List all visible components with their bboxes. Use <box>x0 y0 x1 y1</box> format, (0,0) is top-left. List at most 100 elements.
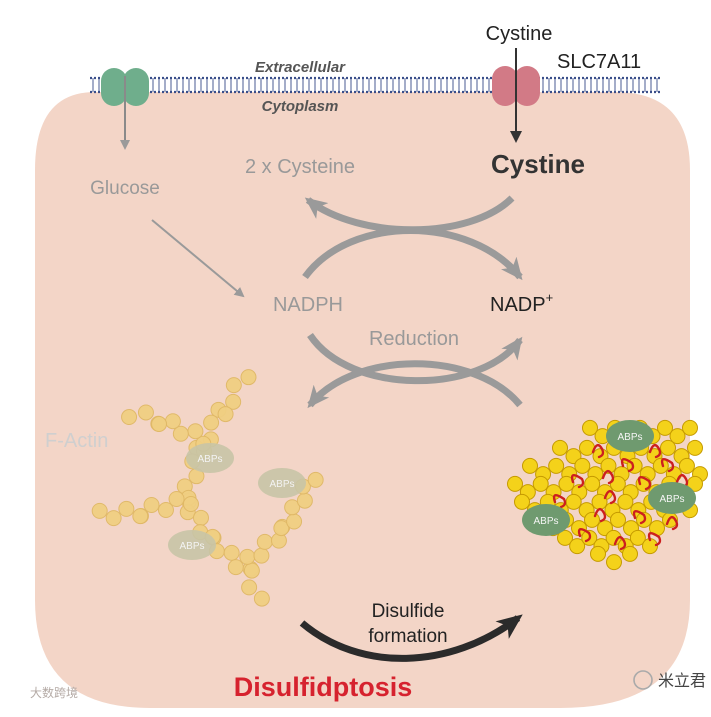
disulfide-bond <box>620 458 635 473</box>
actin-bead <box>652 457 669 474</box>
extracellular-label: Extracellular <box>255 59 346 76</box>
disulfide-bond <box>648 444 662 459</box>
actin-bead <box>514 493 530 510</box>
actin-bead <box>600 457 617 474</box>
nadp-label-base: NADP <box>490 294 546 316</box>
disulfide-bond <box>665 516 679 531</box>
wechat-icon <box>633 670 653 690</box>
disulfide-bond <box>660 458 675 473</box>
actin-bead <box>273 520 290 537</box>
actin-bead <box>507 475 523 492</box>
actin-bead <box>569 538 586 555</box>
glucose-label: Glucose <box>90 178 160 199</box>
actin-bead <box>217 406 234 423</box>
disulfide-bond <box>591 444 605 459</box>
cysteine-label: 2 x Cysteine <box>245 156 355 178</box>
reduction-arrow <box>307 332 523 385</box>
disulfide-bond <box>577 528 592 543</box>
abp-blob <box>648 482 696 514</box>
abp-label: ABPs <box>269 479 294 490</box>
cystine-label: Cystine <box>491 149 585 179</box>
abp-label: ABPs <box>617 432 642 443</box>
actin-bead <box>192 509 209 526</box>
transporter-substrate-label: Cystine <box>486 23 553 45</box>
disulfide-bond <box>637 476 652 491</box>
abp-blob <box>168 530 216 560</box>
actin-bead <box>532 475 549 492</box>
abp-blob <box>186 443 234 473</box>
actin-bead <box>157 502 174 519</box>
disulfide-label-line1: Disulfide <box>372 601 445 622</box>
actin-bead <box>243 562 260 579</box>
actin-bead <box>579 439 595 456</box>
actin-bead <box>584 511 600 528</box>
actin-bead <box>629 529 646 546</box>
f-actin-label: F-Actin <box>45 430 108 452</box>
abp-label: ABPs <box>197 454 222 465</box>
disulfide-bond <box>613 536 627 551</box>
glucose-transporter <box>101 68 149 150</box>
nadp-label: NADP+ <box>490 290 553 316</box>
actin-bead <box>284 499 301 516</box>
actin-bead <box>606 554 622 571</box>
disulfide-bonds <box>552 444 689 551</box>
actin-bead <box>241 579 258 596</box>
actin-bead <box>227 559 244 576</box>
actin-bead <box>557 529 573 546</box>
actin-bead <box>253 590 270 607</box>
disulfide-bond <box>632 510 647 525</box>
actin-bead <box>296 492 313 509</box>
actin-bead <box>223 544 240 561</box>
disulfide-label-line2: formation <box>368 626 447 647</box>
actin-bead <box>105 510 122 527</box>
disulfide-bond <box>601 470 615 485</box>
transporter-name-label: SLC7A11 <box>557 51 641 73</box>
actin-bead <box>678 457 695 474</box>
actin-bead <box>182 496 199 513</box>
actin-bead <box>225 377 242 394</box>
disulfide-bond <box>552 494 567 509</box>
actin-bead <box>121 409 138 426</box>
return-to-actin-arrow <box>307 360 523 409</box>
cytoplasm-label: Cytoplasm <box>262 98 339 115</box>
abp-label: ABPs <box>179 541 204 552</box>
disulfide-bond <box>570 474 585 489</box>
actin-bead <box>552 439 568 456</box>
abp-label: ABPs <box>533 516 558 527</box>
reduction-label: Reduction <box>369 328 459 350</box>
actin-bead <box>164 413 181 430</box>
disulfide-formation-arrow <box>299 614 523 662</box>
actin-bead <box>622 545 638 562</box>
actin-bead <box>660 439 676 456</box>
actin-bead <box>132 508 149 525</box>
actin-bead <box>610 511 626 528</box>
actin-bead <box>682 419 698 436</box>
actin-bead <box>168 490 185 507</box>
slc7a11-transporter <box>492 48 540 143</box>
actin-bead <box>240 369 257 386</box>
actin-bead <box>590 545 606 562</box>
actin-bead <box>669 428 686 445</box>
actin-bead <box>187 423 204 440</box>
abp-blob <box>606 420 654 452</box>
actin-bead <box>522 457 538 474</box>
disulfidptosis-title: Disulfidptosis <box>234 672 413 702</box>
nadph-label: NADPH <box>273 294 343 316</box>
actin-bead <box>574 457 591 474</box>
actin-bead <box>143 496 160 513</box>
abp-group-aggregate: ABPs ABPs ABPs <box>522 420 696 536</box>
f-actin-network <box>91 369 324 607</box>
actin-bead <box>307 471 324 488</box>
abp-label: ABPs <box>659 494 684 505</box>
glucose-to-nadph-arrow <box>151 219 245 298</box>
actin-bead <box>584 475 601 492</box>
disulfide-bond <box>647 532 662 547</box>
watermark-right-text: 米立君 <box>658 672 706 690</box>
abp-blob <box>522 504 570 536</box>
actin-bead <box>118 500 135 517</box>
actin-bead <box>256 533 273 550</box>
actin-bead <box>286 513 303 530</box>
actin-bead <box>687 439 703 456</box>
actin-bead <box>91 502 108 519</box>
actin-bead <box>137 404 154 421</box>
